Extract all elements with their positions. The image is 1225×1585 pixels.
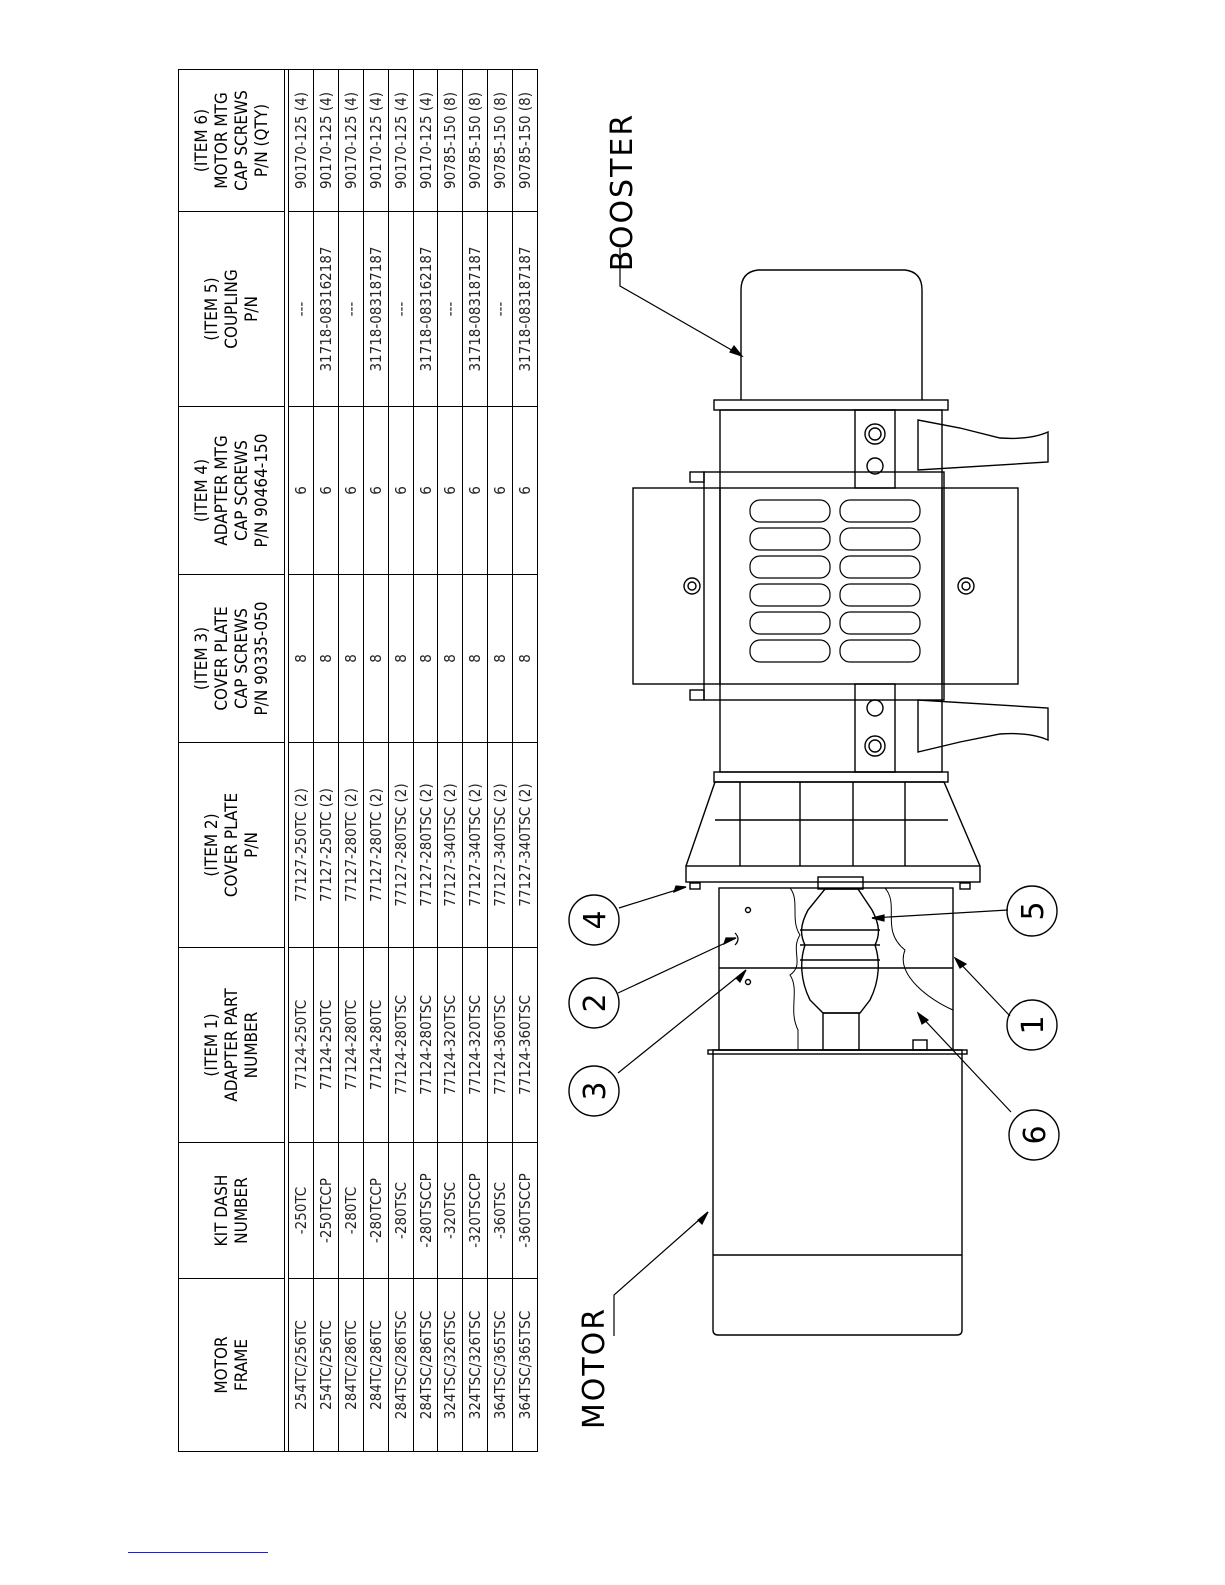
bolt-icon [957,577,975,595]
screw-hole-icon [744,978,752,986]
callout-1-label: 1 [1016,1015,1051,1034]
callout-balloons [568,885,1060,1161]
coupling [800,876,880,1051]
callout-2 [568,977,620,1029]
leader-lines [613,248,1012,1336]
callout-5-label: 5 [1016,901,1051,920]
callout-1 [1006,999,1058,1051]
callout-4 [568,894,620,946]
bolt-icon [866,699,884,717]
cooling-fins [749,499,921,663]
screw-hole-icon [744,906,752,914]
bolt-icon [683,577,701,595]
adapter [718,887,954,1051]
callout-6-label: 6 [1018,1125,1053,1144]
motor-label: MOTOR [577,1307,612,1429]
hex-bolt-icon [868,739,882,753]
hex-bolt-icon [864,423,886,445]
motor-body [707,1049,968,1336]
footer-link-underline[interactable] [128,1552,268,1553]
callout-3 [568,1065,620,1117]
callout-3-label: 3 [578,1081,613,1100]
hex-bolt-icon [868,427,882,441]
booster-housing [632,399,1049,783]
callout-2-label: 2 [578,993,613,1012]
hex-bolt-icon [864,735,886,757]
flange-plate [685,865,981,890]
bolt-icon [687,581,697,591]
callout-6 [1008,1109,1060,1161]
cone-adapter [685,781,981,867]
callout-5 [1006,885,1058,937]
bolt-icon [866,457,884,475]
bolt-icon [961,581,971,591]
booster-label: BOOSTER [605,113,640,271]
callout-4-label: 4 [578,910,613,929]
booster-cap [740,269,923,400]
